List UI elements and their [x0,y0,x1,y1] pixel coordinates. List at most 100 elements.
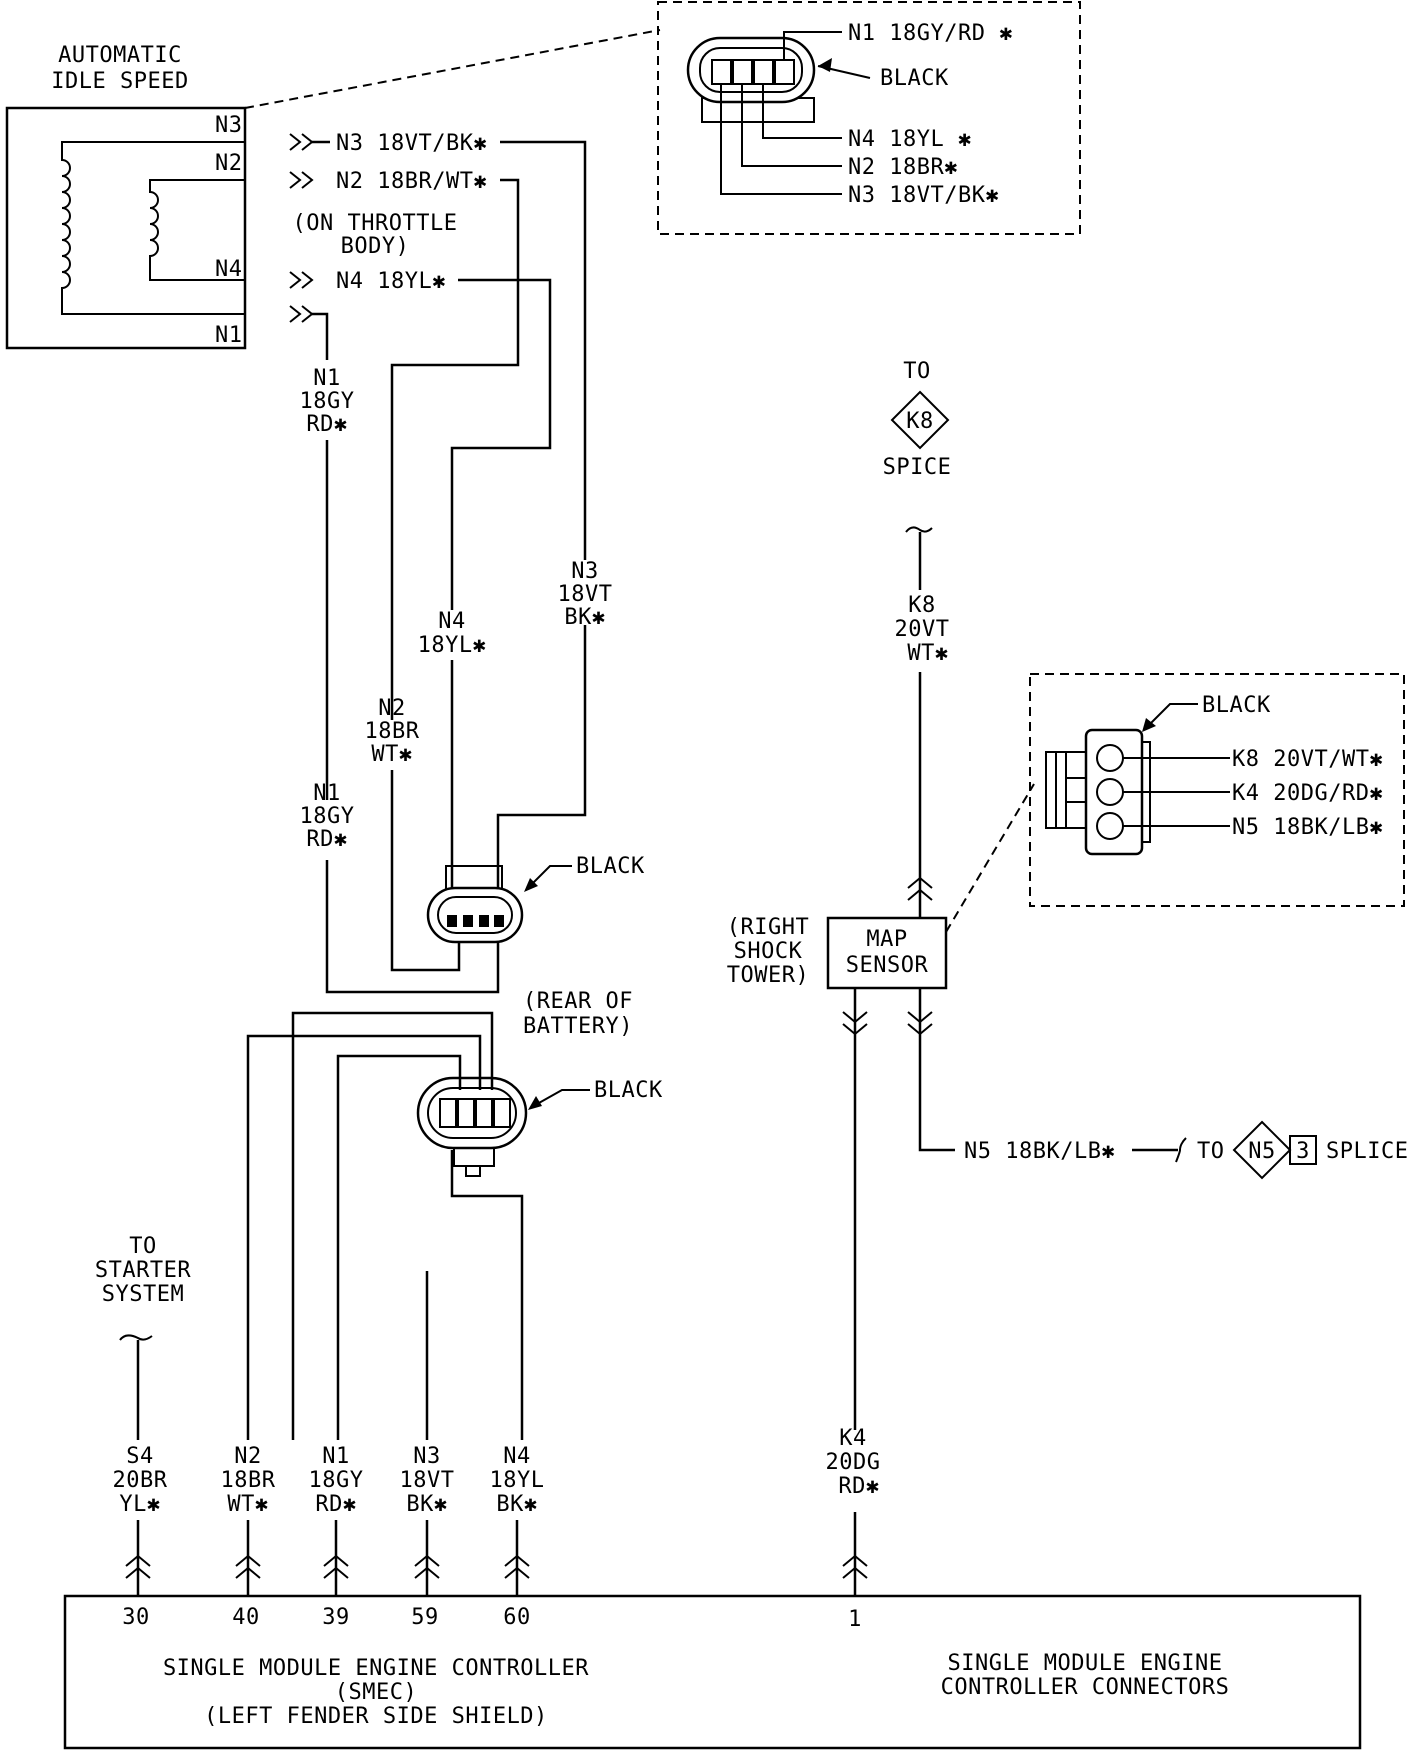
splice-k8-id: K8 [906,409,934,434]
mid-connector-face [437,896,513,934]
tag-n3-mid-line2: 18VT [558,582,613,607]
smec-pin-60: 60 [503,1605,531,1630]
iac-title-line2: IDLE SPEED [51,69,188,94]
starter-line2: STARTER [95,1258,191,1283]
iac-outer-winding [61,141,245,315]
mid-cavity-4 [494,915,504,927]
iac-location-line1: (ON THROTTLE [293,211,458,236]
wire-n1-harness [291,1011,494,1440]
splice-n5-num: 3 [1296,1139,1310,1164]
tag-k8-line1: K8 [908,593,936,618]
smec-pin-39: 39 [322,1605,350,1630]
wire-n3-harness [336,1054,462,1440]
smec-n3-line2: 18VT [400,1468,455,1493]
splice-n5-id: N5 [1248,1139,1276,1164]
battery-connector-tab [453,1147,495,1167]
tag-n1-b-line1: N1 [313,781,341,806]
splice-k8-wire-break [905,526,933,533]
smec-n4-line1: N4 [503,1444,531,1469]
smec-n3-line1: N3 [413,1444,441,1469]
smec-pin-1: 1 [848,1607,862,1632]
tag-n2-mid-line1: N2 [378,696,406,721]
battery-cavity-3 [475,1098,493,1128]
smec-n4-line2: 18YL [490,1468,545,1493]
tag-n4-mid-line1: N4 [438,609,466,634]
smec-wire-k4: K4 20DG RD✱ [826,1426,880,1499]
smec-s4-line1: S4 [126,1444,154,1469]
inset-dashed-frame [657,1,1081,235]
map-label-k4: K4 20DG/RD✱ [1232,781,1383,806]
inset-label-color: BLACK [880,66,949,91]
splice-n5: TO N5 3 SPLICE [1197,1120,1408,1180]
tag-n4-18yl: N4 18YL✱ [336,269,446,294]
smec-wire-s4: S4 20BR YL✱ [113,1444,168,1517]
iac-pin-n3: N3 [215,113,243,138]
smec-drop-wires [136,1512,857,1596]
tag-k8-line2: 20VT [895,617,950,642]
k4-connector-chevron [842,1011,868,1036]
map-connector-inset: BLACK K8 20VT/WT✱ K4 20DG/RD✱ N5 18BK/LB… [1029,673,1405,907]
mid-cavity-3 [479,915,489,927]
inset-lead-n2 [741,84,842,167]
map-color-arrowhead [1142,718,1156,732]
smec-title-line2: (SMEC) [335,1680,417,1705]
battery-cavity-4 [493,1098,511,1128]
tag-n2-mid-line3: WT✱ [371,742,412,767]
map-location-line1: (RIGHT [727,915,809,940]
iac-housing [5,106,247,350]
splice-n5-to: TO [1197,1139,1225,1164]
n5-wire-break [1175,1137,1187,1163]
wire-n4-harness [450,1150,524,1440]
mid-connector-body [426,886,524,944]
inset-lead-n4 [762,84,842,139]
smec-title-line1: SINGLE MODULE ENGINE CONTROLLER [163,1656,589,1681]
tag-n5-18bk-lb: N5 18BK/LB✱ [964,1139,1115,1164]
splice-k8-label: SPICE [883,455,952,480]
smec-k4-line3: RD✱ [838,1474,879,1499]
iac-inset-leader [244,29,661,109]
wire-n2-harness [246,1034,482,1440]
wire-n3-upper [500,140,587,560]
smec-wire-n4: N4 18YL BK✱ [490,1444,545,1517]
tag-n2-mid: N2 18BR WT✱ [365,696,420,767]
map-sensor-line1: MAP [866,927,907,952]
map-lower-wires [842,988,1187,1430]
splice-k8: TO K8 SPICE [883,359,952,533]
iac-title-line1: AUTOMATIC [58,43,182,68]
smec-n2-line3: WT✱ [227,1492,268,1517]
smec-n1-line2: 18GY [309,1468,364,1493]
smec-k4-line1: K4 [839,1426,867,1451]
smec-n3-line3: BK✱ [406,1492,447,1517]
smec-n1-line1: N1 [322,1444,350,1469]
iac-inner-winding [149,179,245,281]
map-sensor-line2: SENSOR [846,953,929,978]
tag-n1-b-line3: RD✱ [306,827,347,852]
smec-connector-chevrons [125,1554,868,1579]
n5-connector-chevron [907,1011,933,1036]
iac-location-line2: BODY) [341,234,410,259]
inset-label-n3: N3 18VT/BK✱ [848,183,999,208]
iac-pin-n4: N4 [215,257,243,282]
smec-pin-40: 40 [232,1605,260,1630]
smec-connectors-line2: CONTROLLER CONNECTORS [941,1675,1230,1700]
smec-n2-line2: 18BR [221,1468,276,1493]
smec-n4-line3: BK✱ [496,1492,537,1517]
smec-s4-line2: 20BR [113,1468,168,1493]
battery-location-line1: (REAR OF [523,989,633,1014]
lower-harness-wires [246,1011,524,1440]
inset-lead-n3 [720,84,842,195]
tag-n3-18vt-bk: N3 18VT/BK✱ [336,131,487,156]
splice-k8-diamond [890,390,950,450]
map-sensor: MAP SENSOR (RIGHT SHOCK TOWER) [727,915,948,990]
smec-s4-line3: YL✱ [119,1492,160,1517]
splice-k8-to: TO [903,359,931,384]
map-inset-frame [1029,673,1405,907]
wire-n3-lower [496,625,587,905]
mid-cavity-1 [447,915,457,927]
smec-pin-30: 30 [122,1605,150,1630]
battery-cavity-1 [439,1098,457,1128]
battery-label-color: BLACK [594,1078,663,1103]
tag-k8-line3: WT✱ [907,641,948,666]
wire-n5 [918,988,955,1152]
tag-n4-mid: N4 18YL✱ [418,609,486,658]
